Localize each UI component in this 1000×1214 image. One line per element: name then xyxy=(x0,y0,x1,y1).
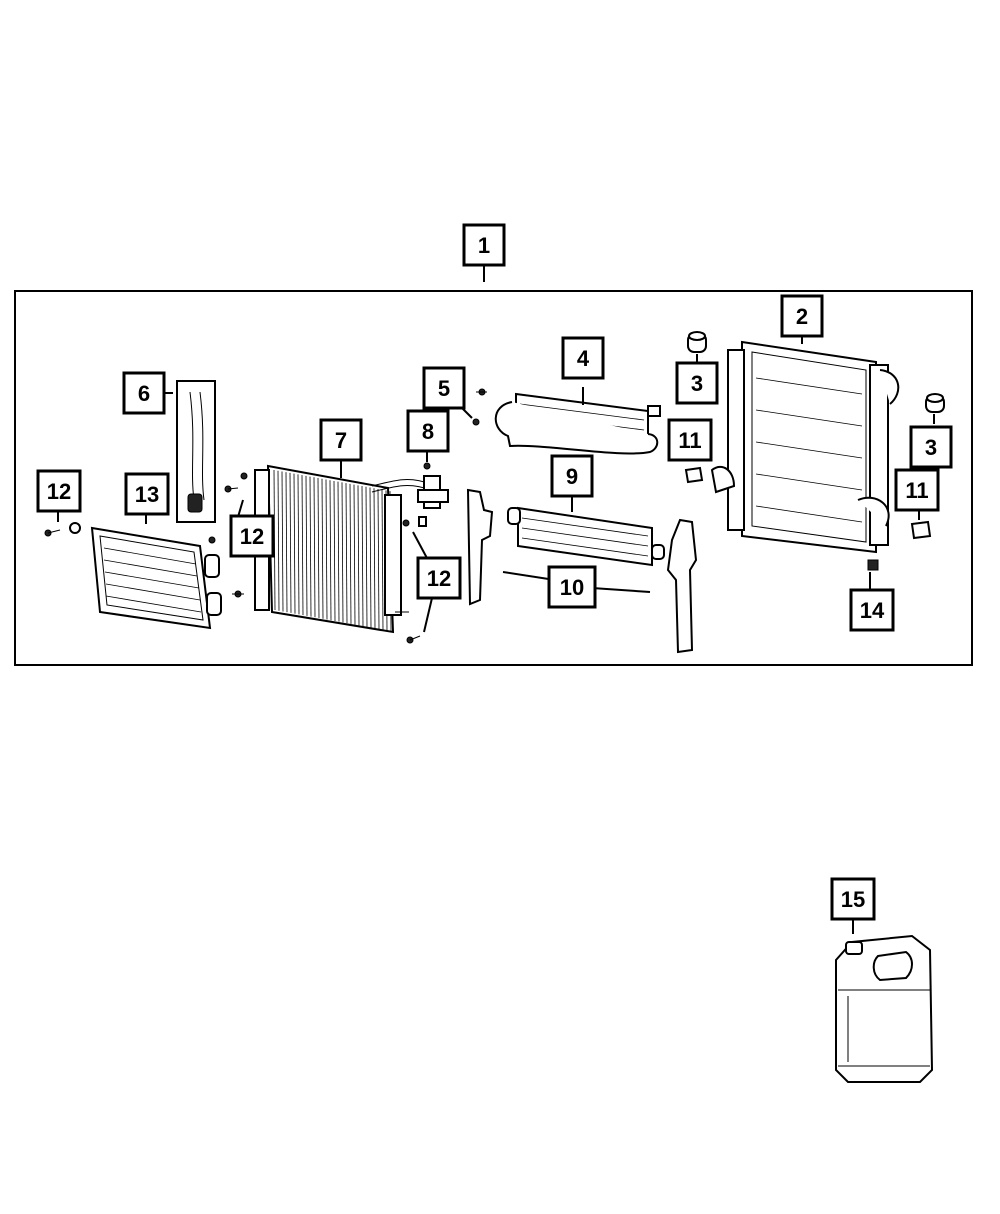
callout-12a-label: 12 xyxy=(47,479,71,504)
callout-5[interactable]: 5 xyxy=(422,366,466,410)
callout-12b-label: 12 xyxy=(240,524,264,549)
part-4-oil-cooler xyxy=(494,392,661,455)
leader-12c-up xyxy=(412,531,429,561)
callout-12c-label: 12 xyxy=(427,566,451,591)
part-6-tube xyxy=(176,380,216,523)
part-9-trans-cooler xyxy=(507,506,665,567)
callout-15[interactable]: 15 xyxy=(830,877,876,921)
callout-3b-label: 3 xyxy=(925,435,937,460)
leader-10-right xyxy=(591,587,651,593)
callout-4-label: 4 xyxy=(577,346,590,371)
callout-7-label: 7 xyxy=(335,428,347,453)
part-3-grommet-right xyxy=(925,393,945,413)
part-2-radiator xyxy=(710,340,900,554)
callout-13[interactable]: 13 xyxy=(124,472,170,516)
callout-2-label: 2 xyxy=(796,304,808,329)
callout-3b[interactable]: 3 xyxy=(909,425,953,469)
leader-12b xyxy=(237,499,244,518)
part-13-aux-radiator xyxy=(90,526,222,630)
part-10-air-seal-left xyxy=(466,488,494,606)
leader-12c-down xyxy=(423,597,433,633)
leader-5 xyxy=(461,407,473,419)
fastener-screws-mid xyxy=(395,516,427,644)
part-7-condenser xyxy=(254,464,431,634)
callout-9[interactable]: 9 xyxy=(550,454,594,498)
callout-14-label: 14 xyxy=(860,598,885,623)
callout-4[interactable]: 4 xyxy=(561,336,605,380)
callout-8[interactable]: 8 xyxy=(406,409,450,453)
callout-3a[interactable]: 3 xyxy=(675,361,719,405)
callout-11a-label: 11 xyxy=(678,428,701,453)
callout-14[interactable]: 14 xyxy=(849,588,895,632)
callout-11a[interactable]: 11 xyxy=(667,418,713,462)
callout-9-label: 9 xyxy=(566,464,578,489)
part-3-grommet-left xyxy=(687,331,707,353)
callout-10-label: 10 xyxy=(560,575,584,600)
callout-11b[interactable]: 11 xyxy=(894,468,940,512)
callout-3a-label: 3 xyxy=(691,371,703,396)
part-8-bracket xyxy=(417,462,449,509)
callout-11b-label: 11 xyxy=(905,478,928,503)
callout-15-label: 15 xyxy=(841,887,865,912)
part-15-coolant-jug xyxy=(835,934,934,1083)
fastener-screws-left xyxy=(44,472,248,598)
part-10-air-seal-right xyxy=(666,518,698,654)
callout-6-label: 6 xyxy=(138,381,150,406)
part-5-screws xyxy=(472,388,487,426)
part-11-clip-right xyxy=(910,520,932,540)
assembly-frame xyxy=(14,290,973,666)
callout-8-label: 8 xyxy=(422,419,434,444)
callout-1-label: 1 xyxy=(478,233,490,258)
callout-13-label: 13 xyxy=(135,482,159,507)
callout-5-label: 5 xyxy=(438,376,450,401)
leader-10-left xyxy=(502,571,556,581)
callout-2[interactable]: 2 xyxy=(780,294,824,338)
part-11-clip-left xyxy=(684,466,704,484)
callout-1[interactable]: 1 xyxy=(462,223,506,267)
callout-6[interactable]: 6 xyxy=(122,371,166,415)
callout-12a[interactable]: 12 xyxy=(36,469,82,513)
callout-12c[interactable]: 12 xyxy=(416,556,462,600)
part-14-drain-plug xyxy=(867,559,879,571)
callout-10[interactable]: 10 xyxy=(547,565,597,609)
callout-12b[interactable]: 12 xyxy=(229,514,275,558)
callout-7[interactable]: 7 xyxy=(319,418,363,462)
